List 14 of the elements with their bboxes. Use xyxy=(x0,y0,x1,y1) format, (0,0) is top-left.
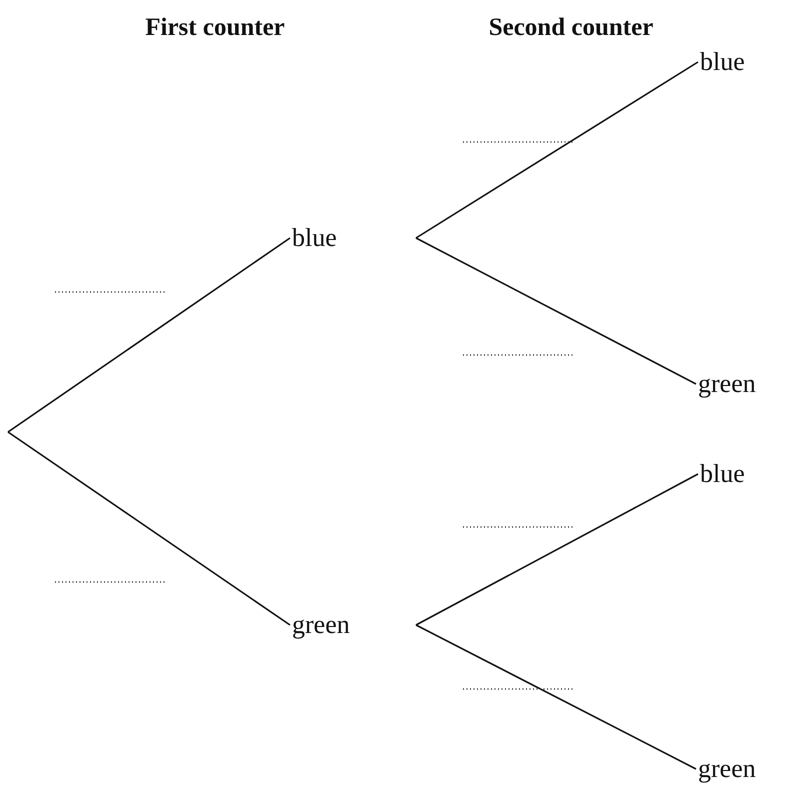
tree-branch xyxy=(8,237,290,433)
tree-branch xyxy=(8,431,290,626)
branch-label: green xyxy=(292,607,416,643)
column-heading: First counter xyxy=(145,14,285,42)
branch-label: green xyxy=(698,366,786,402)
tree-branch xyxy=(416,61,698,239)
branch-label: blue xyxy=(700,44,786,80)
branch-label: green xyxy=(698,751,786,787)
column-heading: Second counter xyxy=(488,14,654,42)
tree-branch xyxy=(416,473,698,626)
tree-branch xyxy=(416,237,696,385)
branch-label: blue xyxy=(700,456,786,492)
tree-branch xyxy=(416,624,696,770)
branch-label: blue xyxy=(292,220,416,256)
